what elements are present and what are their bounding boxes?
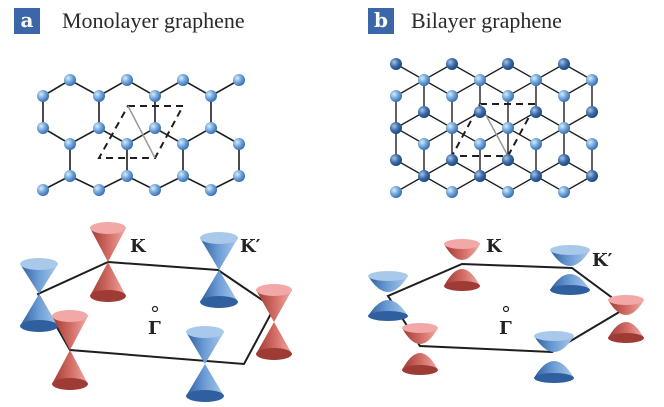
bilayer-band-left (368, 271, 408, 321)
mono-gamma-label: Γ (148, 318, 161, 339)
bi-gamma-point (502, 305, 510, 313)
bilayer-band-k-prime-top (550, 245, 590, 295)
bilayer-atoms-bottom (390, 58, 598, 182)
mono-k-prime-label: K′ (240, 236, 261, 257)
bi-gamma-label: Γ (499, 318, 512, 339)
dirac-cone-bottom-left (52, 310, 88, 390)
monolayer-unit-cell (97, 105, 185, 159)
dirac-cone-k-top (90, 222, 126, 302)
panel-b-title: Bilayer graphene (411, 8, 562, 33)
bi-k-prime-label: K′ (592, 250, 613, 271)
bilayer-unit-cell (450, 103, 538, 157)
bilayer-brillouin-zone (386, 262, 628, 354)
bilayer-band-k-top (444, 239, 480, 291)
dirac-cone-bottom-right (186, 326, 224, 402)
bilayer-band-bottom-right (534, 331, 574, 383)
bilayer-atoms-top (390, 74, 598, 198)
panel-a-tag: a (14, 8, 40, 34)
dirac-cone-right (256, 284, 292, 360)
panel-b-tag: b (368, 8, 394, 34)
monolayer-atoms (37, 74, 245, 196)
bilayer-band-bottom-left (402, 323, 438, 375)
bilayer-band-right (608, 295, 644, 343)
bi-k-label: K (486, 236, 503, 257)
dirac-cone-k-prime-top (200, 232, 238, 308)
dirac-cone-left (20, 258, 58, 332)
mono-gamma-point (151, 305, 159, 313)
mono-k-label: K (130, 236, 147, 257)
panel-a-title: Monolayer graphene (62, 8, 245, 33)
monolayer-brillouin-zone (36, 260, 276, 366)
